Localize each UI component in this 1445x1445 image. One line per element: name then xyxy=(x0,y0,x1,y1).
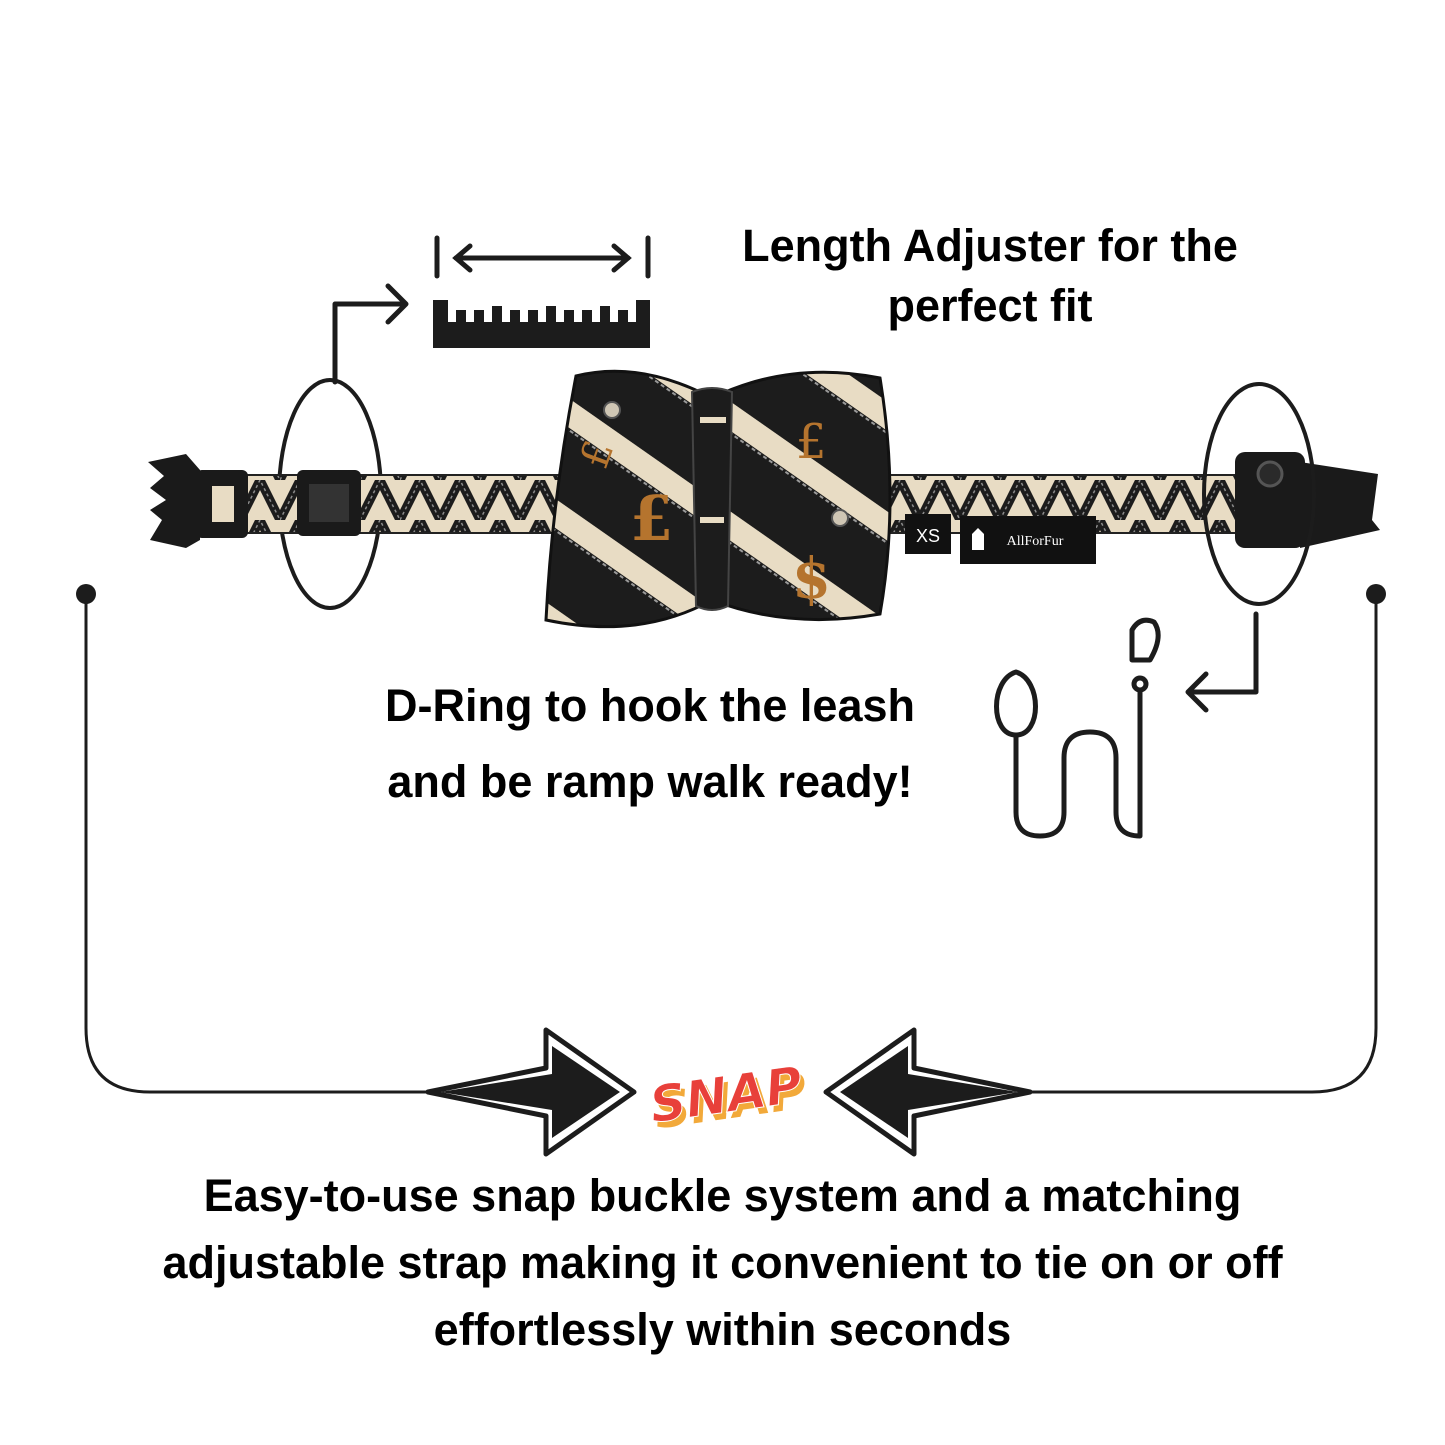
d-ring-caption: D-Ring to hook the leash and be ramp wal… xyxy=(330,668,970,820)
callout-arrow-icon xyxy=(332,283,409,385)
snap-buckle-left xyxy=(148,454,248,548)
leash-icon xyxy=(994,617,1161,839)
snap-arrow-icon xyxy=(823,1027,1033,1157)
connector-dot-left xyxy=(76,584,96,604)
slide-adjuster xyxy=(297,470,361,536)
measure-arrow-icon xyxy=(434,235,651,279)
connector-dot-right xyxy=(1366,584,1386,604)
brand-label: AllForFur xyxy=(960,516,1096,564)
snap-buckle-line1: Easy-to-use snap buckle system and a mat… xyxy=(203,1170,1242,1221)
callout-arrow-icon xyxy=(1185,611,1259,713)
d-ring-line2: and be ramp walk ready! xyxy=(387,756,913,807)
size-tag: XS xyxy=(905,514,951,554)
d-ring-line1: D-Ring to hook the leash xyxy=(384,680,915,731)
length-adjuster-line1: Length Adjuster for the xyxy=(742,220,1238,271)
svg-text:£: £ xyxy=(630,482,673,555)
brand-label-text: AllForFur xyxy=(1007,534,1064,549)
length-adjuster-caption: Length Adjuster for the perfect fit xyxy=(690,216,1290,336)
svg-text:£: £ xyxy=(796,414,827,470)
snap-arrow-icon xyxy=(425,1027,637,1157)
snap-buckle-line2: adjustable strap making it convenient to… xyxy=(162,1237,1283,1288)
length-adjuster-line2: perfect fit xyxy=(887,280,1093,331)
snap-buckle-line3: effortlessly within seconds xyxy=(433,1304,1012,1355)
svg-text:$: $ xyxy=(792,546,831,612)
dring-highlight-ellipse xyxy=(1202,382,1316,606)
connector-lines xyxy=(84,594,1378,1094)
bow-tie: £ $ £ £ xyxy=(544,369,892,629)
snap-buckle-right xyxy=(1235,452,1380,548)
snap-buckle-caption: Easy-to-use snap buckle system and a mat… xyxy=(40,1162,1405,1363)
dog-cat-icon xyxy=(972,528,984,550)
ruler-icon xyxy=(433,300,650,348)
size-tag-text: XS xyxy=(916,526,940,546)
snap-badge: SNAP SNAP xyxy=(646,1055,811,1140)
